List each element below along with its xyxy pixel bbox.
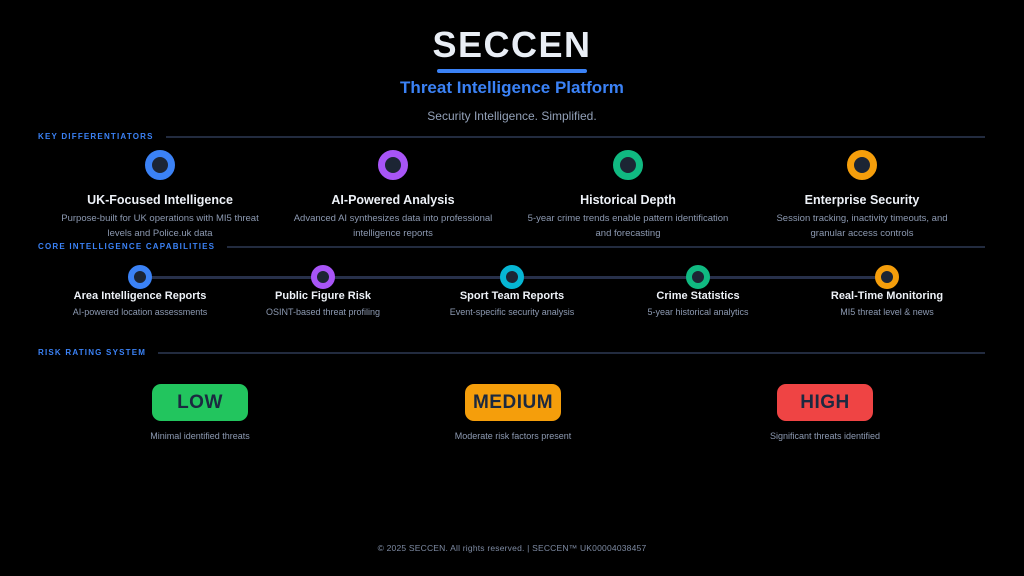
feature-title: UK-Focused Intelligence [87, 193, 233, 207]
section-label-capabilities: CORE INTELLIGENCE CAPABILITIES [38, 242, 216, 251]
copyright-footer: © 2025 SECCEN. All rights reserved. | SE… [377, 543, 647, 553]
capability-title: Area Intelligence Reports [73, 290, 207, 302]
risk-caption-medium: Moderate risk factors present [454, 431, 572, 441]
section-divider [227, 245, 985, 248]
risk-badge-high: HIGH [777, 384, 873, 421]
risk-caption-high: Significant threats identified [769, 431, 881, 441]
capability-title: Public Figure Risk [275, 290, 371, 302]
feature-description: Advanced AI synthesizes data into profes… [293, 213, 493, 239]
capability-sport-team: Sport Team Reports Event-specific securi… [417, 290, 607, 317]
risk-caption-low: Minimal identified threats [150, 431, 250, 441]
section-label-differentiators: KEY DIFFERENTIATORS [38, 132, 154, 141]
feature-description: 5-year crime trends enable pattern ident… [527, 213, 729, 239]
feature-description: Purpose-built for UK operations with MI5… [61, 213, 259, 239]
capability-realtime-monitoring: Real-Time Monitoring MI5 threat level & … [792, 290, 982, 317]
feature-historical-depth: Historical Depth 5-year crime trends ena… [513, 150, 743, 241]
capability-description: 5-year historical analytics [647, 307, 749, 317]
tagline: Security Intelligence. Simplified. [427, 109, 597, 123]
feature-ai-powered: AI-Powered Analysis Advanced AI synthesi… [278, 150, 508, 241]
section-risk-header: RISK RATING SYSTEM [38, 348, 985, 357]
feature-description: Session tracking, inactivity timeouts, a… [776, 213, 948, 239]
capability-crime-stats: Crime Statistics 5-year historical analy… [603, 290, 793, 317]
ring-icon [875, 265, 899, 289]
feature-title: Enterprise Security [804, 193, 920, 207]
brand-title: SECCEN [432, 24, 592, 65]
platform-subtitle: Threat Intelligence Platform [400, 78, 624, 97]
section-divider [158, 351, 985, 354]
ring-icon [613, 150, 643, 180]
section-capabilities-header: CORE INTELLIGENCE CAPABILITIES [38, 242, 985, 251]
capability-description: AI-powered location assessments [72, 307, 208, 317]
section-label-risk: RISK RATING SYSTEM [38, 348, 147, 357]
ring-icon [847, 150, 877, 180]
ring-icon [145, 150, 175, 180]
ring-icon [128, 265, 152, 289]
ring-icon [311, 265, 335, 289]
ring-icon [378, 150, 408, 180]
risk-badge-low: LOW [152, 384, 248, 421]
capability-description: OSINT-based threat profiling [265, 307, 381, 317]
capability-title: Real-Time Monitoring [830, 290, 944, 302]
feature-title: AI-Powered Analysis [331, 193, 455, 207]
risk-badge-medium: MEDIUM [465, 384, 561, 421]
section-differentiators-header: KEY DIFFERENTIATORS [38, 132, 985, 141]
feature-enterprise-security: Enterprise Security Session tracking, in… [747, 150, 977, 241]
capability-description: MI5 threat level & news [840, 307, 934, 317]
section-divider [165, 135, 985, 138]
capability-title: Crime Statistics [656, 290, 740, 302]
capability-public-figure: Public Figure Risk OSINT-based threat pr… [228, 290, 418, 317]
capability-area-reports: Area Intelligence Reports AI-powered loc… [45, 290, 235, 317]
header: SECCEN Threat Intelligence Platform Secu… [0, 24, 1024, 123]
ring-icon [686, 265, 710, 289]
feature-uk-focused: UK-Focused Intelligence Purpose-built fo… [45, 150, 275, 241]
brand-underline [437, 69, 587, 73]
capability-title: Sport Team Reports [459, 290, 565, 302]
capability-description: Event-specific security analysis [449, 307, 575, 317]
ring-icon [500, 265, 524, 289]
feature-title: Historical Depth [580, 193, 676, 207]
